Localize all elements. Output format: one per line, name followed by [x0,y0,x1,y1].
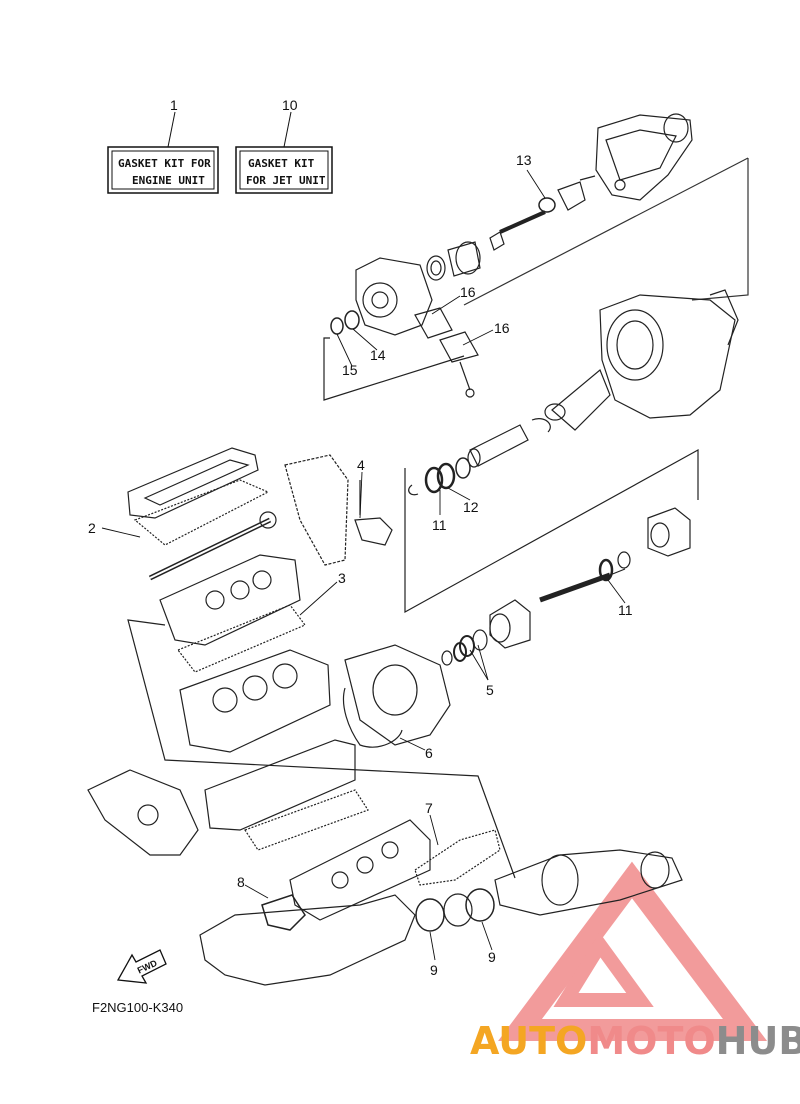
kit-10-line2: FOR JET UNIT [246,174,326,187]
callout-3: 3 [338,570,346,586]
callout-9-b: 9 [488,949,496,965]
leader-lines [101,169,626,961]
diagram-code: F2NG100-K340 [92,1000,183,1015]
watermark-hub: HUB [716,1019,800,1063]
kit-1-line1: GASKET KIT FOR [118,157,211,170]
watermark-text: AUTOMOTOHUB [470,1019,800,1063]
kit-10-line1: GASKET KIT [248,157,315,170]
kit-box-jet [235,111,333,194]
kit-box-engine [107,111,219,194]
callout-16-a: 16 [460,284,476,300]
watermark-logo [498,861,768,1041]
kit-10-number: 10 [282,97,298,113]
watermark-moto: MOTO [587,1019,715,1063]
callout-13: 13 [516,152,532,168]
callout-7: 7 [425,800,433,816]
callout-11-a: 11 [432,517,447,533]
kit-1-number: 1 [170,97,178,113]
callout-15: 15 [342,362,358,378]
callout-5: 5 [486,682,494,698]
callout-2: 2 [88,520,96,536]
jet-unit-parts [323,113,749,433]
callout-14: 14 [370,347,386,363]
callout-4: 4 [357,457,365,473]
kit-1-line2: ENGINE UNIT [132,174,205,187]
callout-12: 12 [463,499,479,515]
callout-8: 8 [237,874,245,890]
callout-11-b: 11 [618,602,633,618]
callout-9-a: 9 [430,962,438,978]
driveshaft-parts [342,424,699,748]
callout-6: 6 [425,745,433,761]
engine-parts [87,447,683,986]
watermark-auto: AUTO [470,1019,587,1063]
fwd-arrow-icon [116,949,167,984]
callout-16-b: 16 [494,320,510,336]
